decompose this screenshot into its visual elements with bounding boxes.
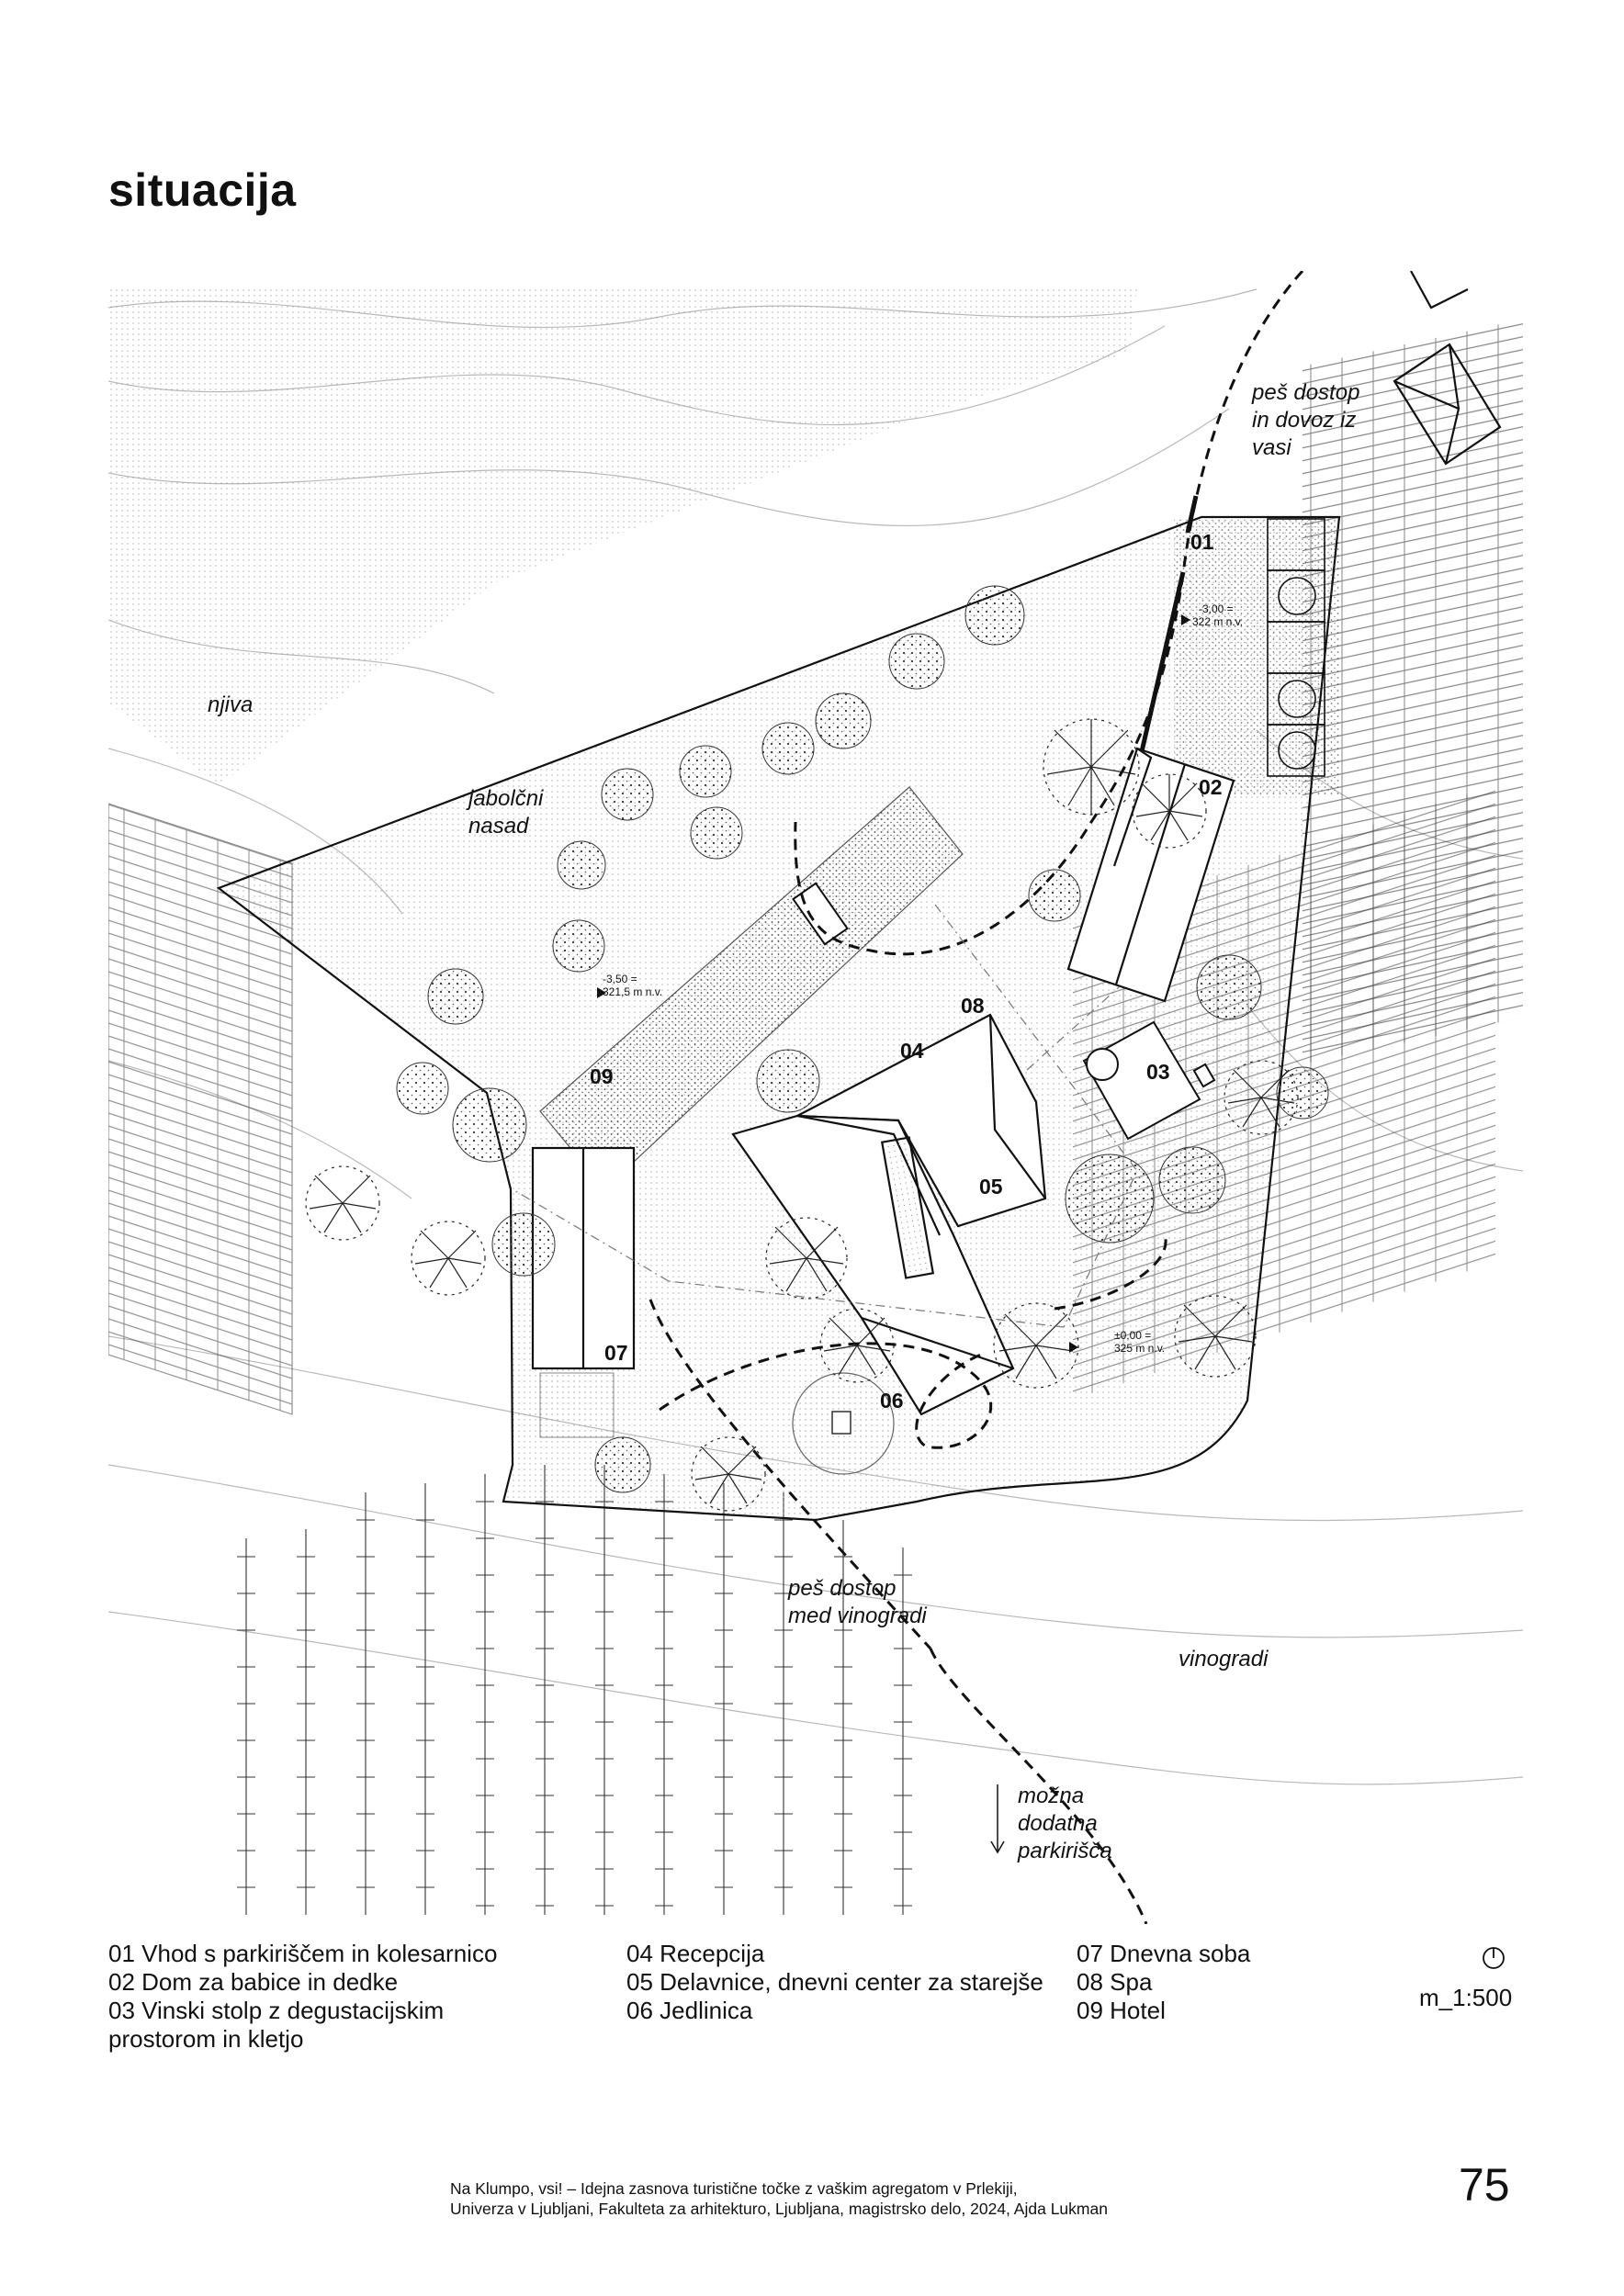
legend-column-1: 01 Vhod s parkiriščem in kolesarnico 02 …	[108, 1940, 497, 2054]
page-number: 75	[1459, 2159, 1510, 2211]
building-number-07: 07	[604, 1341, 628, 1365]
footer-line-1: Na Klumpo, vsi! – Idejna zasnova turisti…	[450, 2179, 1018, 2198]
trees	[396, 585, 1329, 1493]
label-extra-parking-3: parkirišča	[1017, 1839, 1112, 1863]
building-number-04: 04	[900, 1039, 924, 1063]
legend-item: 07 Dnevna soba	[1077, 1940, 1251, 1967]
building-09-pod	[792, 882, 849, 946]
building-number-05: 05	[979, 1175, 1003, 1199]
footer: Na Klumpo, vsi! – Idejna zasnova turisti…	[450, 2178, 1108, 2219]
level-hotel-2: 321,5 m n.v.	[603, 985, 662, 998]
scale-label: m_1:500	[1419, 1984, 1513, 2011]
field-area	[108, 289, 1137, 785]
building-number-08: 08	[961, 994, 985, 1018]
vineyards-bottom	[245, 1465, 904, 1915]
building-04-05-06	[731, 1013, 1047, 1416]
parking-area	[1174, 519, 1339, 794]
label-orchard-2: nasad	[468, 814, 529, 838]
legend-item: 06 Jedlinica	[626, 1997, 753, 2024]
label-access-vineyards-1: peš dostop	[787, 1576, 896, 1601]
legend-item: 01 Vhod s parkiriščem in kolesarnico	[108, 1940, 498, 1967]
label-vineyards: vinogradi	[1179, 1647, 1269, 1671]
label-access-village-3: vasi	[1252, 435, 1291, 460]
page-title: situacija	[108, 164, 297, 216]
vineyards-left	[108, 803, 293, 1415]
legend-column-3: 07 Dnevna soba 08 Spa 09 Hotel	[1077, 1940, 1250, 2025]
label-extra-parking-2: dodatna	[1018, 1811, 1098, 1836]
legend-item: 09 Hotel	[1077, 1997, 1166, 2024]
site-plan: -3,00 = 322 m n.v. -3,50 = 321,5 m n.v. …	[108, 271, 1523, 1924]
building-number-06: 06	[880, 1389, 904, 1412]
legend-item: 04 Recepcija	[626, 1940, 765, 1967]
legend-item: 08 Spa	[1077, 1968, 1153, 1996]
level-dining-2: 325 m n.v.	[1114, 1342, 1165, 1355]
label-access-village-1: peš dostop	[1251, 380, 1359, 405]
label-access-vineyards-2: med vinogradi	[788, 1604, 927, 1628]
building-number-09: 09	[590, 1064, 614, 1088]
arrow-down-icon	[990, 1784, 1005, 1854]
label-orchard-1: jabolčni	[466, 786, 544, 811]
north-arrow-icon	[1481, 1945, 1506, 1975]
access-paths	[648, 271, 1304, 1924]
legend-item: 03 Vinski stolp z degustacijskim	[108, 1997, 445, 2024]
vineyard-ticks	[237, 1501, 912, 1907]
legend-column-2: 04 Recepcija 05 Delavnice, dnevni center…	[626, 1940, 1043, 2025]
level-markers: -3,00 = 322 m n.v. -3,50 = 321,5 m n.v. …	[597, 602, 1243, 1355]
legend-item: 05 Delavnice, dnevni center za starejše	[626, 1968, 1043, 1996]
bike-shelter	[1134, 571, 1186, 772]
building-03	[1082, 1020, 1216, 1141]
level-dining-1: ±0,00 =	[1114, 1329, 1151, 1342]
building-number-01: 01	[1190, 530, 1214, 554]
building-02	[1066, 747, 1235, 1003]
building-number-03: 03	[1146, 1060, 1170, 1084]
label-extra-parking-1: možna	[1018, 1784, 1084, 1808]
village-houses	[1393, 271, 1502, 466]
trees-branch	[305, 718, 1299, 1512]
level-parking-2: 322 m n.v.	[1192, 615, 1243, 628]
parking-spaces	[1267, 518, 1325, 777]
level-parking-1: -3,00 =	[1199, 602, 1234, 615]
level-hotel-1: -3,50 =	[603, 973, 637, 985]
label-access-village-2: in dovoz iz	[1252, 408, 1356, 433]
footer-line-2: Univerza v Ljubljani, Fakulteta za arhit…	[450, 2200, 1108, 2218]
building-number-02: 02	[1199, 775, 1223, 799]
label-field: njiva	[208, 692, 253, 717]
legend-item: 02 Dom za babice in dedke	[108, 1968, 399, 1996]
legend-item: prostorom in kletjo	[108, 2025, 304, 2053]
